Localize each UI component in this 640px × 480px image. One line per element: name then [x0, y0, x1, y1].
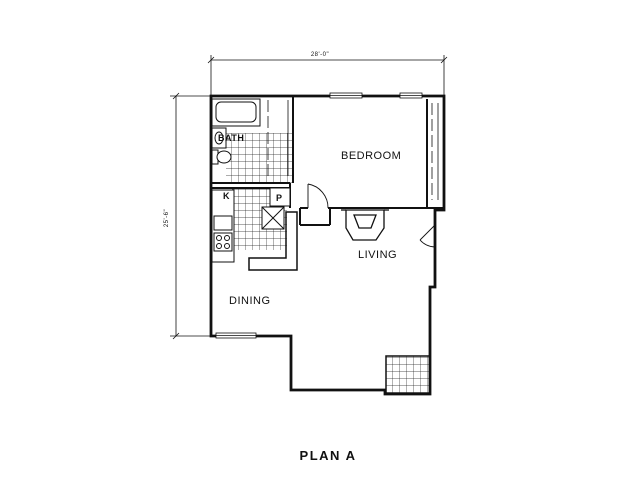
closet-doors	[267, 100, 439, 200]
dining-label: DINING	[229, 295, 271, 307]
plan-title: PLAN A	[300, 448, 357, 463]
width-dimension-line	[207, 55, 448, 96]
bath-label: BATH	[218, 133, 244, 143]
kitchen-label: K	[223, 191, 230, 201]
width-dimension-label: 28'-0"	[311, 52, 329, 58]
kitchen-counter	[211, 189, 235, 263]
bath-vanity	[211, 127, 227, 149]
living-label: LIVING	[358, 249, 397, 261]
fireplace	[341, 209, 389, 241]
toilet	[211, 149, 232, 165]
refrigerator	[261, 206, 285, 230]
bedroom-label: BEDROOM	[341, 150, 401, 162]
depth-dimension-line	[170, 92, 211, 340]
pantry-label: P	[276, 193, 283, 203]
pantry	[269, 187, 291, 207]
tiled-floor-areas	[226, 133, 431, 395]
bathtub	[211, 98, 261, 127]
kitchen-peninsula	[248, 211, 298, 271]
windows	[215, 92, 423, 339]
exterior-walls	[209, 94, 446, 396]
door-swings	[307, 183, 436, 248]
depth-dimension-label: 25'-6"	[164, 209, 170, 227]
